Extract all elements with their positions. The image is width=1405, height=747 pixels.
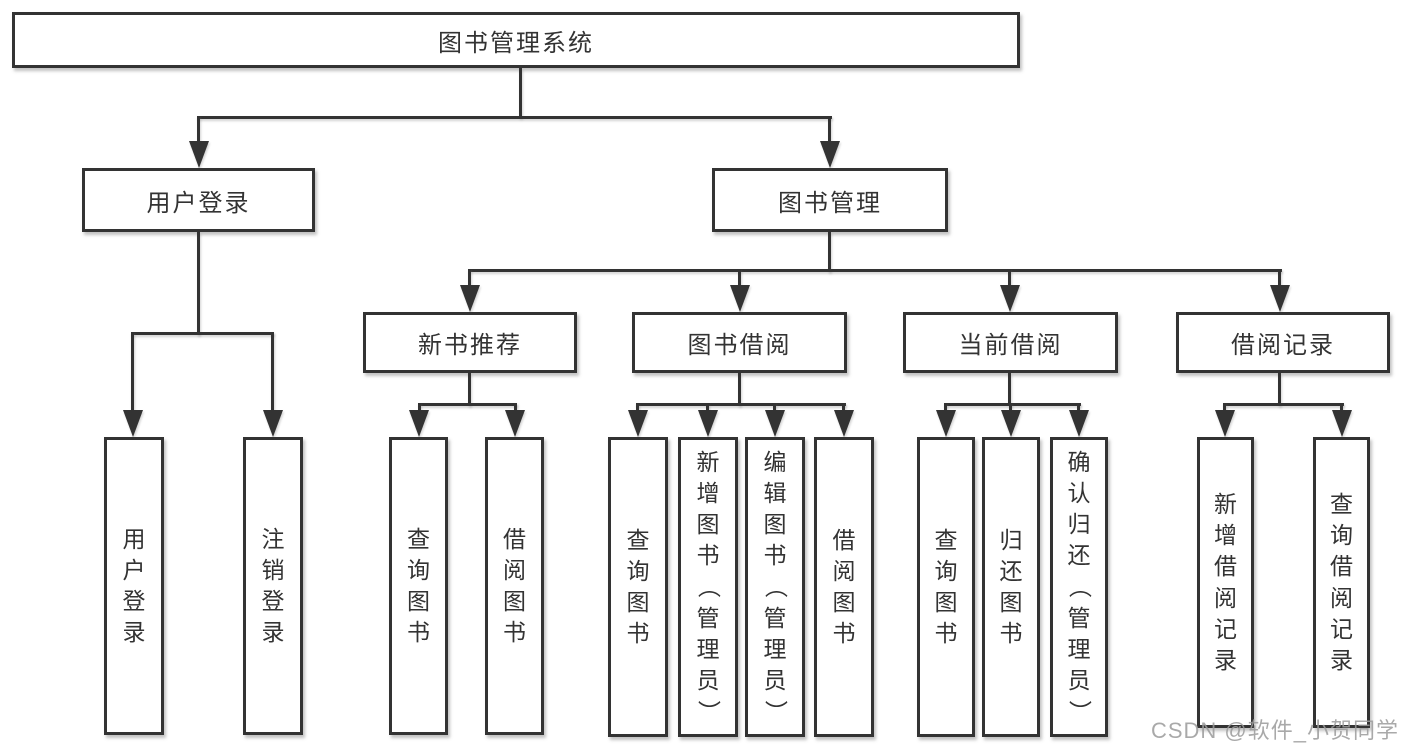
arrowhead-icon xyxy=(628,410,648,437)
connector-line xyxy=(1278,373,1281,406)
connector-line xyxy=(738,373,741,406)
arrowhead-icon xyxy=(1270,285,1290,312)
leaf-label: 借阅图书 xyxy=(832,526,856,647)
connector-line xyxy=(738,269,741,287)
leaf-label: 借阅图书 xyxy=(503,525,526,646)
node-label: 图书管理系统 xyxy=(438,29,594,57)
leaf-label: 归还图书 xyxy=(999,526,1023,647)
leaf-query-book-2: 查询图书 xyxy=(608,437,668,737)
leaf-query-borrow-record: 查询借阅记录 xyxy=(1313,437,1370,728)
leaf-borrow-book-2: 借阅图书 xyxy=(814,437,874,737)
connector-line xyxy=(197,232,200,335)
arrowhead-icon xyxy=(1215,410,1235,437)
connector-line xyxy=(944,403,947,412)
arrowhead-icon xyxy=(834,410,854,437)
leaf-label: 新增图书（管理员） xyxy=(695,449,722,723)
leaf-label: 用户登录 xyxy=(122,525,146,646)
leaf-label: 查询图书 xyxy=(407,525,430,646)
node-book-management-system: 图书管理系统 xyxy=(12,12,1020,68)
node-book-management: 图书管理 xyxy=(712,168,948,232)
connector-line xyxy=(469,269,1282,272)
connector-line xyxy=(828,116,831,144)
node-label: 借阅记录 xyxy=(1231,332,1335,359)
node-new-book-recommend: 新书推荐 xyxy=(363,312,577,373)
arrowhead-icon xyxy=(460,285,480,312)
arrowhead-icon xyxy=(1069,410,1089,437)
node-borrow-records: 借阅记录 xyxy=(1176,312,1390,373)
connector-line xyxy=(197,116,832,119)
connector-line xyxy=(828,232,831,272)
connector-line xyxy=(1008,373,1011,406)
arrowhead-icon xyxy=(409,410,429,437)
connector-line xyxy=(271,332,274,412)
leaf-confirm-return-admin: 确认归还（管理员） xyxy=(1050,437,1108,737)
arrowhead-icon xyxy=(123,410,143,437)
connector-line xyxy=(514,403,517,412)
connector-line xyxy=(418,403,421,412)
connector-line xyxy=(131,332,134,412)
connector-line xyxy=(131,332,274,335)
arrowhead-icon xyxy=(1001,410,1021,437)
leaf-logout: 注销登录 xyxy=(243,437,303,735)
arrowhead-icon xyxy=(189,141,209,168)
leaf-label: 查询图书 xyxy=(934,526,958,647)
node-label: 图书管理 xyxy=(778,189,882,217)
leaf-add-borrow-record: 新增借阅记录 xyxy=(1197,437,1254,728)
arrowhead-icon xyxy=(1000,285,1020,312)
connector-line xyxy=(468,373,471,406)
leaf-label: 查询图书 xyxy=(626,526,650,647)
connector-line xyxy=(636,403,846,406)
connector-line xyxy=(1278,269,1281,287)
connector-line xyxy=(1223,403,1344,406)
leaf-edit-book-admin: 编辑图书（管理员） xyxy=(745,437,805,737)
leaf-borrow-book-1: 借阅图书 xyxy=(485,437,544,735)
leaf-label: 确认归还（管理员） xyxy=(1066,449,1093,723)
connector-line xyxy=(1340,403,1343,412)
node-user-login: 用户登录 xyxy=(82,168,315,232)
leaf-label: 新增借阅记录 xyxy=(1214,491,1237,673)
leaf-add-book-admin: 新增图书（管理员） xyxy=(678,437,738,737)
leaf-label: 查询借阅记录 xyxy=(1330,491,1353,673)
arrowhead-icon xyxy=(698,410,718,437)
arrowhead-icon xyxy=(1332,410,1352,437)
node-current-borrow: 当前借阅 xyxy=(903,312,1118,373)
node-label: 新书推荐 xyxy=(418,332,522,359)
connector-line xyxy=(197,116,200,144)
leaf-return-book: 归还图书 xyxy=(982,437,1040,737)
connector-line xyxy=(1009,403,1012,412)
connector-line xyxy=(636,403,639,412)
node-label: 图书借阅 xyxy=(687,332,792,359)
connector-line xyxy=(842,403,845,412)
watermark: CSDN @软件_小贺同学 xyxy=(1150,718,1399,743)
leaf-user-login: 用户登录 xyxy=(104,437,164,735)
arrowhead-icon xyxy=(263,410,283,437)
connector-line xyxy=(773,403,776,412)
arrowhead-icon xyxy=(765,410,785,437)
node-label: 用户登录 xyxy=(146,189,251,217)
connector-line xyxy=(418,403,517,406)
connector-line xyxy=(1223,403,1226,412)
connector-line xyxy=(1077,403,1080,412)
leaf-label: 编辑图书（管理员） xyxy=(762,449,789,723)
arrowhead-icon xyxy=(730,285,750,312)
node-book-borrow: 图书借阅 xyxy=(632,312,847,373)
arrowhead-icon xyxy=(505,410,525,437)
leaf-query-book-1: 查询图书 xyxy=(389,437,448,735)
leaf-query-book-3: 查询图书 xyxy=(917,437,975,737)
arrowhead-icon xyxy=(820,141,840,168)
leaf-label: 注销登录 xyxy=(261,525,285,646)
node-label: 当前借阅 xyxy=(958,332,1063,359)
connector-line xyxy=(706,403,709,412)
arrowhead-icon xyxy=(936,410,956,437)
connector-line xyxy=(468,269,471,287)
connector-line xyxy=(944,403,1081,406)
connector-line xyxy=(519,68,522,118)
connector-line xyxy=(1008,269,1011,287)
